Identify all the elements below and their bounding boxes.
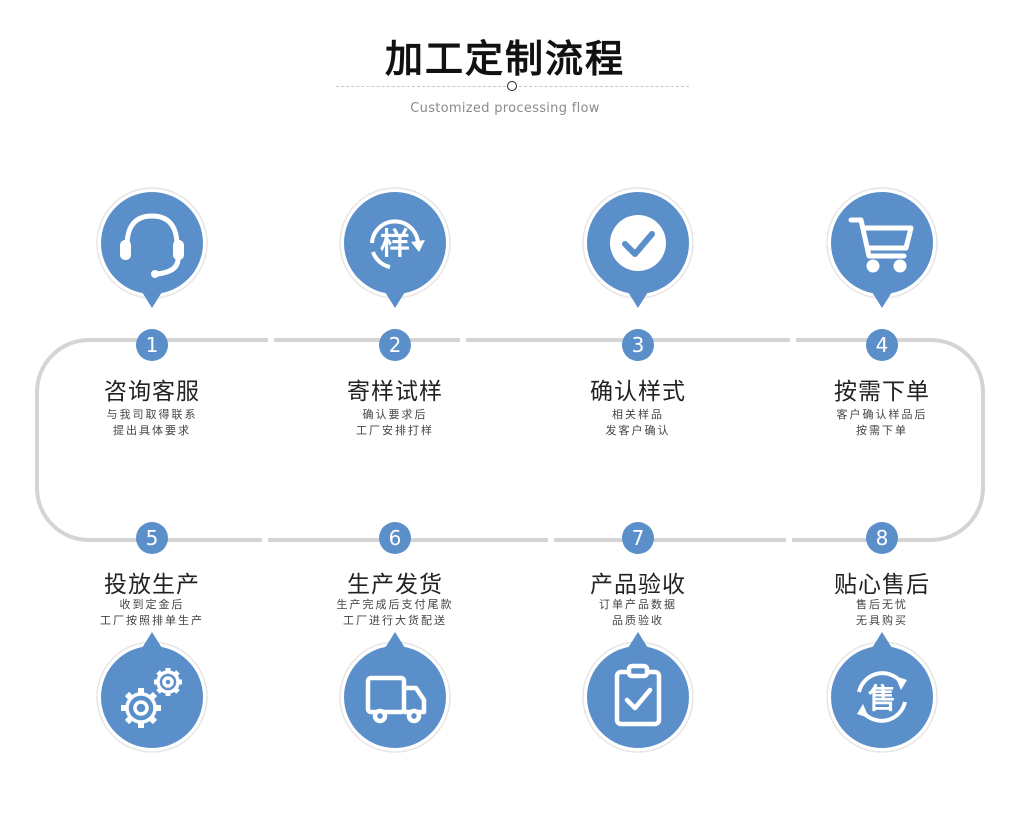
step-7-title: 产品验收	[590, 572, 686, 598]
step-2-desc-line2: 工厂安排打样	[356, 424, 434, 437]
sample-icon: 样	[370, 219, 425, 269]
headset-icon	[120, 213, 184, 278]
step-5-desc-line2: 工厂按照排单生产	[100, 614, 204, 627]
step-4-number: 4	[866, 329, 898, 361]
step-5-number: 5	[136, 522, 168, 554]
after-sales-icon: 售	[857, 671, 907, 723]
page-title: 加工定制流程	[384, 37, 625, 81]
step-1-title: 咨询客服	[104, 379, 200, 405]
clipboard-check-icon	[614, 663, 662, 727]
sample-icon-text: 样	[380, 227, 410, 262]
step-5-title: 投放生产	[104, 572, 200, 598]
title-divider-dot	[507, 81, 517, 91]
step-1-pin	[96, 187, 208, 308]
page-subtitle: Customized processing flow	[410, 101, 600, 116]
step-4-desc-line2: 按需下单	[856, 424, 908, 437]
step-5-pin	[96, 632, 208, 753]
checkmark-icon	[610, 215, 666, 271]
step-2-number: 2	[379, 329, 411, 361]
shopping-cart-icon	[848, 217, 914, 273]
step-6-number: 6	[379, 522, 411, 554]
step-1-desc-line2: 提出具体要求	[113, 424, 191, 437]
step-2-desc-line1: 确认要求后	[362, 408, 428, 421]
step-8-number: 8	[866, 522, 898, 554]
step-4-desc-line1: 客户确认样品后	[836, 408, 928, 421]
step-4-pin	[826, 187, 938, 308]
step-3-pin	[582, 187, 694, 308]
title-divider-left	[336, 86, 506, 87]
step-8-title: 贴心售后	[834, 572, 930, 598]
after-sales-icon-text: 售	[868, 682, 896, 715]
step-3-number: 3	[622, 329, 654, 361]
step-3-desc-line2: 发客户确认	[605, 424, 671, 437]
step-8-desc-line1: 售后无忧	[856, 598, 908, 611]
step-2-title: 寄样试样	[347, 379, 443, 405]
step-6-desc-line1: 生产完成后支付尾款	[336, 598, 454, 611]
step-7-pin	[582, 632, 694, 753]
step-1-desc-line1: 与我司取得联系	[106, 408, 198, 421]
title-divider-right	[519, 86, 689, 87]
step-8-pin: 售	[826, 632, 938, 753]
step-2-pin: 样	[339, 187, 451, 308]
step-6-desc-line2: 工厂进行大货配送	[343, 614, 447, 627]
step-3-title: 确认样式	[590, 379, 686, 405]
step-7-number: 7	[622, 522, 654, 554]
step-8-desc-line2: 无具购买	[856, 614, 908, 627]
step-4-title: 按需下单	[834, 379, 930, 405]
truck-icon	[365, 675, 427, 724]
step-6-title: 生产发货	[347, 572, 443, 598]
gears-icon	[121, 668, 182, 728]
step-7-desc-line1: 订单产品数据	[599, 598, 677, 611]
step-7-desc-line2: 品质验收	[612, 614, 664, 627]
step-5-desc-line1: 收到定金后	[119, 598, 185, 611]
step-3-desc-line1: 相关样品	[612, 408, 664, 421]
step-1-number: 1	[136, 329, 168, 361]
step-6-pin	[339, 632, 451, 753]
